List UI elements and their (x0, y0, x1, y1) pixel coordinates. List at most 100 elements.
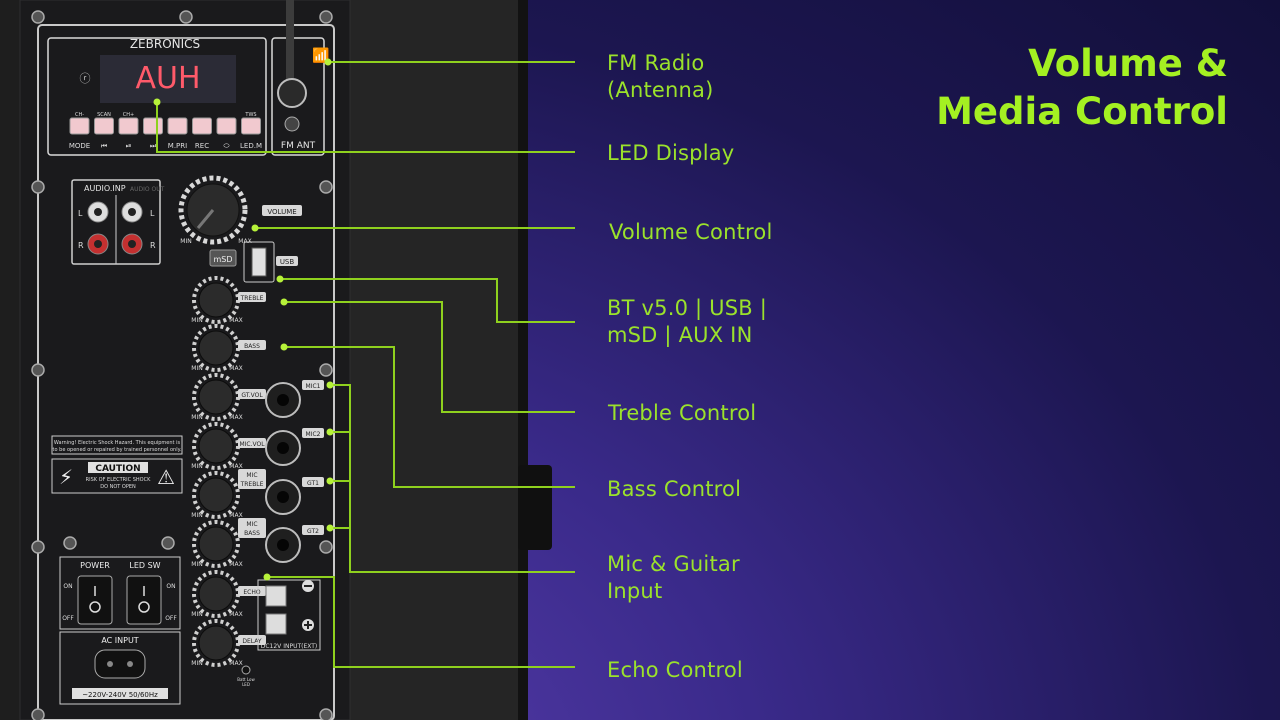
fm-antenna-socket[interactable] (277, 78, 307, 108)
panel-button[interactable] (69, 117, 90, 135)
echo-knob-min: MIN (191, 611, 202, 618)
panel-button-top-label: TWS (244, 112, 256, 118)
treble-knob-min: MIN (191, 317, 202, 324)
mic-guitar-line-1: Mic & Guitar (607, 552, 740, 576)
gt1-jack-label-plate (302, 477, 324, 487)
page-title: Volume & Media Control (936, 40, 1228, 136)
mic-bass-knob-label: MIC (246, 521, 257, 528)
gt-vol-knob[interactable] (198, 379, 234, 415)
power-switch[interactable] (77, 575, 113, 625)
switch-frame (59, 556, 181, 630)
screws (31, 10, 333, 720)
title-line-1: Volume & (1028, 42, 1228, 85)
panel-button[interactable] (143, 117, 163, 135)
gt2-jack-label: GT2 (307, 528, 319, 535)
gt1-jack-label: GT1 (307, 480, 319, 487)
fm-antenna-screw (284, 116, 300, 132)
mic-bass-knob-min: MIN (191, 561, 202, 568)
audio-out-label: AUDIO OUT (130, 186, 165, 193)
right-label-2: R (150, 241, 156, 250)
caution-plate (88, 462, 148, 473)
mic1-jack-label: MIC1 (306, 383, 321, 390)
brand-logo: ZEBRONICS (130, 37, 200, 51)
bass-knob-label-plate (238, 340, 266, 350)
power-off-label: OFF (62, 615, 74, 622)
gt2-jack-label-plate (302, 525, 324, 535)
cabinet-side (350, 0, 520, 720)
antenna-icon: 📶 (312, 47, 329, 64)
mic-treble-knob-label-2: TREBLE (240, 481, 264, 488)
volume-max: MAX (238, 238, 251, 245)
msd-slot[interactable] (209, 249, 237, 267)
mic-bass-knob[interactable] (198, 526, 234, 562)
dc-terminal-2[interactable] (265, 613, 287, 635)
fm-radio-callout: FM Radio (Antenna) (607, 50, 714, 104)
panel-button-bottom-label: M.PRI (168, 142, 187, 150)
bass-control-callout: Bass Control (607, 477, 742, 501)
panel-button-top-label: CH+ (123, 112, 134, 118)
bass-knob[interactable] (198, 330, 234, 366)
delay-knob-min: MIN (191, 660, 202, 667)
warning-line-1: Warning! Electric Shock Hazard. This equ… (54, 440, 181, 446)
echo-knob[interactable] (198, 576, 234, 612)
ac-rating-plate (72, 688, 168, 699)
left-label: L (78, 209, 83, 218)
handle-rail (518, 0, 528, 720)
shock-warning-icon: ⚡ (59, 465, 73, 489)
mic-guitar-callout: Mic & Guitar Input (607, 551, 740, 605)
treble-knob[interactable] (198, 282, 234, 318)
control-board-frame (47, 37, 267, 156)
ac-input-label: AC INPUT (101, 636, 138, 645)
bass-knob-label: BASS (244, 343, 260, 350)
bass-knob-min: MIN (191, 365, 202, 372)
ac-rating-label: ~220V-240V 50/60Hz (82, 691, 158, 699)
mic1-jack-hole (277, 394, 289, 406)
treble-knob-label: TREBLE (240, 295, 264, 302)
mic-vol-knob-label-plate (238, 438, 266, 448)
usb-port[interactable] (251, 247, 267, 277)
panel-button-top-label: CH- (75, 112, 84, 118)
echo-control-callout: Echo Control (607, 658, 743, 682)
mic-vol-knob-min: MIN (191, 463, 202, 470)
panel-button-bottom-label: ⬭ (224, 142, 230, 150)
mic-treble-knob-max: MAX (229, 512, 242, 519)
power-label: POWER (80, 561, 110, 570)
mic2-jack-label: MIC2 (306, 431, 321, 438)
fm-antenna-rod[interactable] (286, 0, 294, 90)
mic-treble-knob[interactable] (198, 477, 234, 513)
caution-warning-icon: ⚠ (157, 465, 175, 489)
volume-scale (178, 175, 248, 245)
delay-knob[interactable] (198, 625, 234, 661)
volume-min: MIN (180, 238, 191, 245)
led-switch[interactable] (126, 575, 162, 625)
left-label-2: L (150, 209, 155, 218)
mic-guitar-line-2: Input (607, 579, 663, 603)
usb-label: USB (280, 258, 295, 266)
gt-vol-knob-min: MIN (191, 414, 202, 421)
panel-button-bottom-label: LED.M (240, 142, 262, 150)
panel-button[interactable] (94, 117, 114, 135)
fm-ant-label: FM ANT (281, 141, 316, 151)
panel-button[interactable] (118, 117, 139, 135)
mic-vol-knob[interactable] (198, 428, 234, 464)
mic-treble-knob-label: MIC (246, 472, 257, 479)
bt-usb-callout: BT v5.0 | USB | mSD | AUX IN (607, 295, 767, 349)
panel-button[interactable] (167, 117, 188, 135)
usb-label-plate (276, 256, 298, 266)
dc-terminal-1[interactable] (265, 585, 287, 607)
mic-vol-knob-label: MIC.VOL (239, 441, 265, 448)
bt-usb-line-2: mSD | AUX IN (607, 323, 753, 347)
echo-knob-label-plate (238, 586, 266, 596)
panel-button[interactable] (241, 117, 261, 135)
usb-port-frame (243, 241, 275, 283)
treble-control-callout: Treble Control (608, 401, 757, 425)
panel-button[interactable] (192, 117, 212, 135)
echo-knob-max: MAX (229, 611, 242, 618)
ac-socket[interactable] (94, 649, 146, 679)
led-sw-label: LED SW (129, 561, 160, 570)
panel-button[interactable] (216, 117, 237, 135)
